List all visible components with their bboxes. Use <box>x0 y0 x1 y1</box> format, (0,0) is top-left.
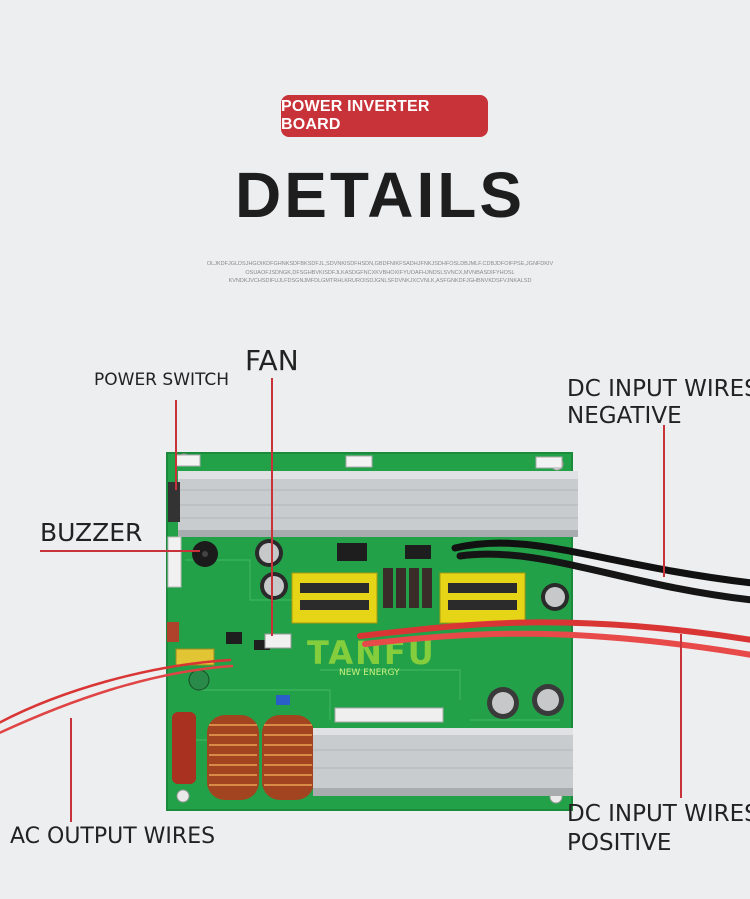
subtitle-line: KVNDKJVCHSDIFUJLFDSGNJMFDLGMTRHLKRUROISD… <box>228 278 532 284</box>
dc-negative-label-line2: NEGATIVE <box>567 403 682 429</box>
transformer-right <box>439 572 526 624</box>
subtitle-line: OSUAOFJSDNGK,DFSGHBVKISDFJLKASDGFNCXKVBH… <box>245 269 515 276</box>
top-heatsink <box>178 471 578 537</box>
subtitle-line: OLJKDFJGLDSJHGOIKDFGHNKSDFBKSDFJL,SDVNKI… <box>206 261 554 267</box>
buzzer-label: BUZZER <box>40 518 143 547</box>
ac-output-wires <box>0 658 234 735</box>
dc-negative-label: DC INPUT WIRES NEGATIVE <box>567 376 750 430</box>
bottom-heatsink <box>313 728 573 796</box>
dc-positive-label: DC INPUT WIRES POSITIVE <box>567 800 750 858</box>
subtitle-text: OLJKDFJGLDSJHGOIKDFGHNKSDFBKSDFJL,SDVNKI… <box>180 260 580 286</box>
fan-label: FAN <box>245 344 299 377</box>
dc-positive-wires <box>357 619 750 658</box>
ac-output-label: AC OUTPUT WIRES <box>10 824 216 849</box>
dc-negative-wires <box>451 539 750 604</box>
fan-connector <box>264 633 292 649</box>
power-switch-label: POWER SWITCH <box>94 370 230 390</box>
svg-text:NEW ENERGY: NEW ENERGY <box>339 668 400 678</box>
dc-positive-label-line2: POSITIVE <box>567 830 672 856</box>
title-badge: POWER INVERTER BOARD <box>281 95 488 137</box>
output-inductors <box>207 715 314 800</box>
dc-positive-label-line1: DC INPUT WIRES <box>567 801 750 827</box>
dc-negative-label-line1: DC INPUT WIRES <box>567 376 750 402</box>
page-title: DETAILS <box>234 159 526 231</box>
transformer-left <box>291 572 378 624</box>
power-switch <box>168 482 180 522</box>
